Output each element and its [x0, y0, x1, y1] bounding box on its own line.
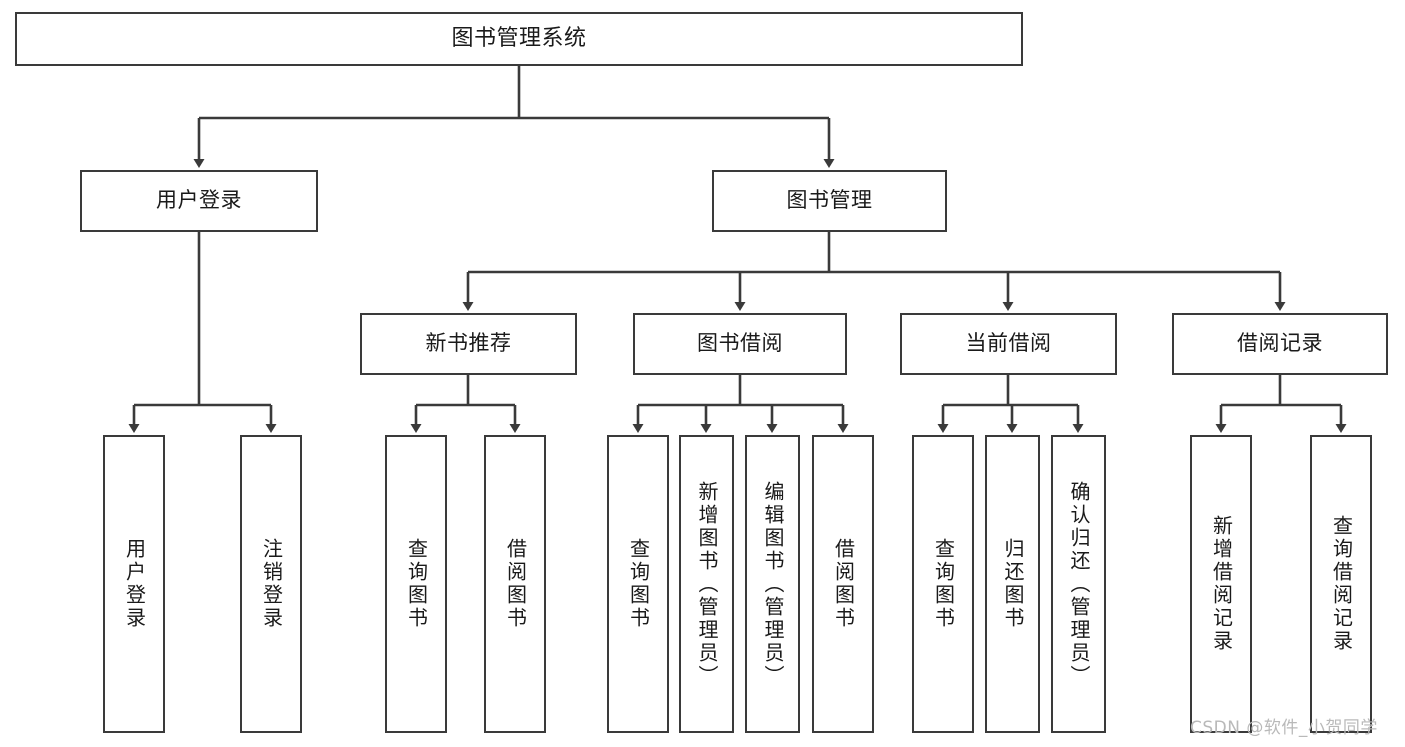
leaf-node[interactable]: 查询图书 — [607, 435, 669, 733]
node-label: 借阅记录 — [1237, 331, 1323, 356]
node-label: 确认归还（管理员） — [1067, 480, 1091, 688]
leaf-node[interactable]: 确认归还（管理员） — [1051, 435, 1106, 733]
node-label: 编辑图书（管理员） — [761, 480, 785, 688]
leaf-node[interactable]: 借阅图书 — [484, 435, 546, 733]
node-label: 图书管理 — [786, 188, 873, 213]
node-label: 新增借阅记录 — [1209, 515, 1234, 653]
leaf-node[interactable]: 借阅图书 — [812, 435, 874, 733]
leaf-node[interactable]: 归还图书 — [985, 435, 1040, 733]
submodule-node[interactable]: 图书借阅 — [633, 313, 847, 375]
node-label: 借阅图书 — [831, 538, 856, 630]
leaf-node[interactable]: 注销登录 — [240, 435, 302, 733]
leaf-node[interactable]: 新增借阅记录 — [1190, 435, 1252, 733]
node-label: 图书借阅 — [697, 331, 783, 356]
node-label: 查询图书 — [404, 538, 429, 630]
submodule-node[interactable]: 借阅记录 — [1172, 313, 1388, 375]
leaf-node[interactable]: 用户登录 — [103, 435, 165, 733]
node-label: 用户登录 — [156, 188, 242, 213]
node-label: 查询图书 — [931, 538, 956, 630]
module-node[interactable]: 用户登录 — [80, 170, 318, 232]
csdn-watermark: CSDN @软件_小贺同学 — [1190, 718, 1378, 738]
leaf-node[interactable]: 查询借阅记录 — [1310, 435, 1372, 733]
node-label: 查询借阅记录 — [1329, 515, 1354, 653]
node-label: 新书推荐 — [425, 331, 512, 356]
node-label: 当前借阅 — [965, 331, 1052, 356]
leaf-node[interactable]: 查询图书 — [912, 435, 974, 733]
node-label: 查询图书 — [626, 538, 651, 630]
submodule-node[interactable]: 新书推荐 — [360, 313, 577, 375]
node-label: 图书管理系统 — [451, 25, 587, 51]
node-label: 用户登录 — [122, 538, 147, 630]
leaf-node[interactable]: 编辑图书（管理员） — [745, 435, 800, 733]
leaf-node[interactable]: 查询图书 — [385, 435, 447, 733]
node-label: 注销登录 — [259, 538, 284, 630]
root-node[interactable]: 图书管理系统 — [15, 12, 1023, 66]
node-label: 新增图书（管理员） — [695, 480, 719, 688]
node-label: 借阅图书 — [503, 538, 528, 630]
module-node[interactable]: 图书管理 — [712, 170, 947, 232]
leaf-node[interactable]: 新增图书（管理员） — [679, 435, 734, 733]
submodule-node[interactable]: 当前借阅 — [900, 313, 1117, 375]
node-label: 归还图书 — [1001, 538, 1025, 630]
